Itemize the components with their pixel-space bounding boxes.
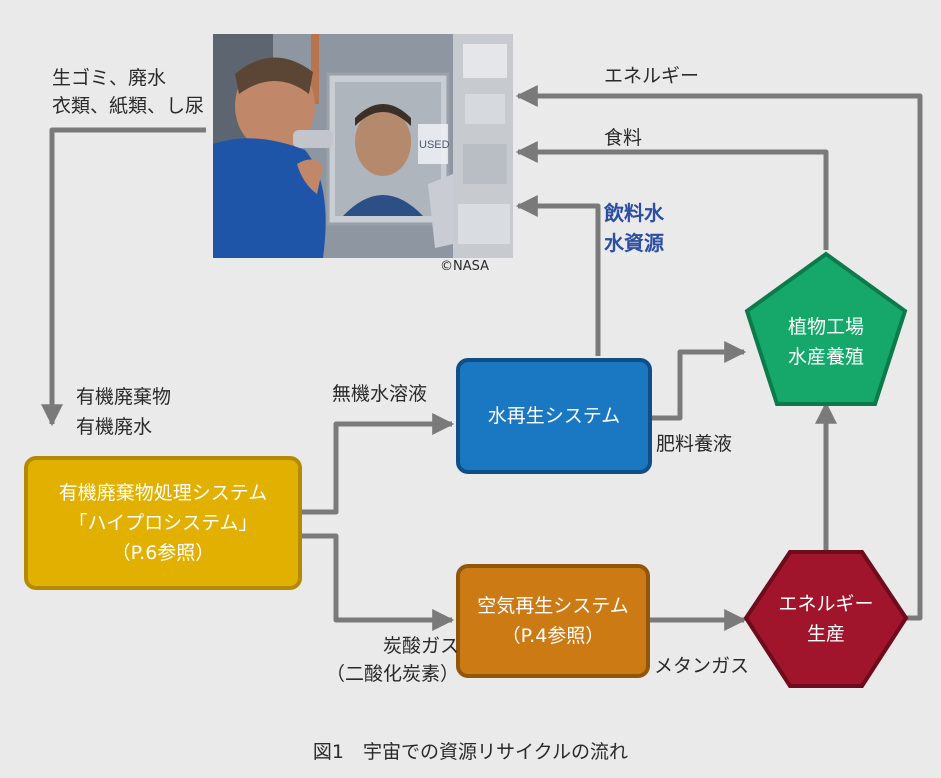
arrow-inorganic	[302, 412, 455, 515]
arrow-fertilizer	[652, 340, 747, 421]
air-system-line1: 空気再生システム	[477, 595, 629, 617]
water-system-node: 水再生システム	[456, 358, 652, 474]
fertilizer-label: 肥料養液	[656, 433, 733, 455]
photo-sign-text: USED	[419, 139, 450, 151]
photo-credit: ©NASA	[440, 259, 490, 274]
food-output-label: 食料	[604, 127, 643, 149]
air-system-node: 空気再生システム （P.4参照）	[456, 564, 650, 678]
astronaut-photo-art: USED	[213, 34, 513, 258]
water-system-line1: 水再生システム	[487, 405, 621, 427]
energy-production-node	[743, 550, 909, 688]
plant-factory-line2: 水産養殖	[787, 346, 864, 368]
figure-caption: 図1 宇宙での資源リサイクルの流れ	[312, 741, 629, 763]
arrow-co2	[302, 533, 455, 632]
inorganic-label: 無機水溶液	[332, 383, 428, 405]
waste-system-node: 有機廃棄物処理システム 「ハイプロシステム」 （P.6参照）	[24, 456, 302, 590]
plant-factory-node	[744, 251, 908, 406]
methane-label: メタンガス	[654, 655, 750, 677]
energy-output-label: エネルギー	[604, 65, 700, 87]
plant-factory-label: 植物工場 水産養殖	[764, 300, 888, 384]
waste-system-line3: （P.6参照）	[111, 542, 215, 564]
water-output-line1: 飲料水	[604, 201, 664, 225]
air-system-line2: （P.4参照）	[501, 625, 605, 647]
arrow-water-output	[515, 194, 601, 356]
waste-input-label: 生ゴミ、廃水 衣類、紙類、し尿	[52, 64, 204, 120]
co2-label: 炭酸ガス （二酸化炭素）	[326, 632, 459, 688]
water-output-line2: 水資源	[604, 231, 664, 255]
waste-input-line2: 衣類、紙類、し尿	[52, 95, 205, 117]
waste-input-line1: 生ゴミ、廃水	[52, 67, 167, 89]
waste-system-line2: 「ハイプロシステム」	[68, 512, 258, 534]
co2-line2: （二酸化炭素）	[326, 663, 460, 685]
energy-production-line2: 生産	[806, 623, 845, 645]
organic-waste-line1: 有機廃棄物	[76, 386, 172, 408]
waste-system-line1: 有機廃棄物処理システム	[58, 482, 268, 504]
organic-waste-label: 有機廃棄物 有機廃水	[76, 382, 171, 442]
organic-waste-line2: 有機廃水	[76, 416, 153, 438]
energy-production-line1: エネルギー	[778, 593, 874, 615]
astronaut-photo: USED	[213, 34, 513, 258]
arrow-food-output	[515, 140, 829, 250]
co2-line1: 炭酸ガス	[383, 635, 460, 657]
arrow-energy-output	[515, 84, 923, 621]
plant-factory-line1: 植物工場	[787, 316, 864, 338]
arrow-waste-input	[40, 127, 206, 427]
energy-production-label: エネルギー 生産	[756, 584, 896, 654]
water-output-label: 飲料水 水資源	[604, 198, 664, 258]
